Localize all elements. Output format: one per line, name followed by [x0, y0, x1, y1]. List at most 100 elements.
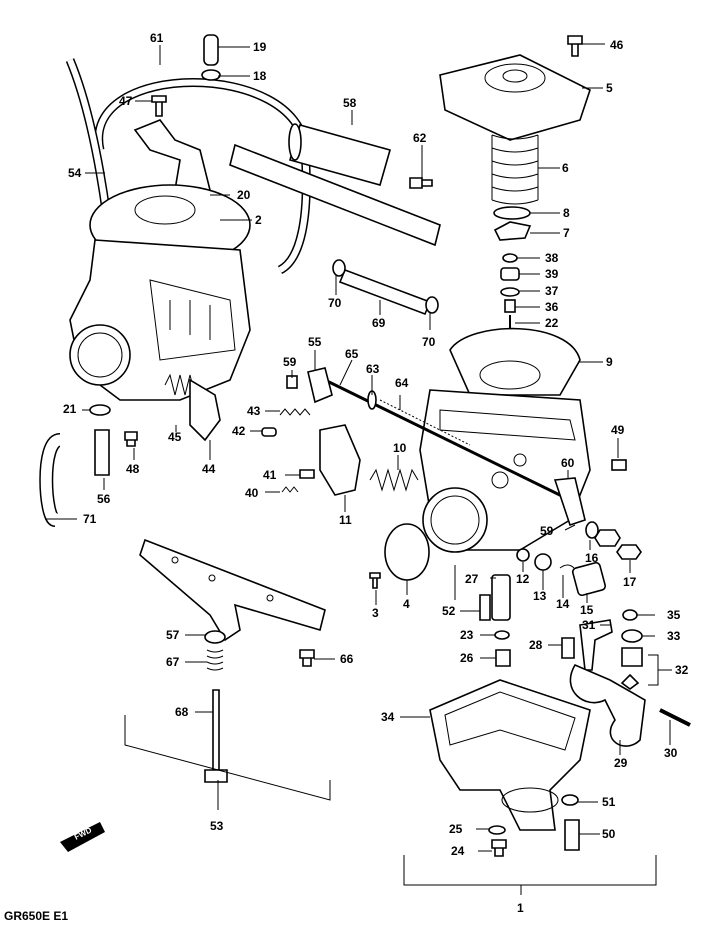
callout-26: 26 — [460, 651, 474, 665]
callout-labels: 61 19 18 47 54 20 2 58 62 46 5 6 8 7 38 … — [63, 31, 689, 915]
callout-50: 50 — [602, 827, 616, 841]
callout-16: 16 — [585, 551, 599, 565]
part-jet-27 — [491, 574, 511, 621]
part-14 — [559, 564, 575, 569]
part-39 — [500, 267, 520, 281]
callout-70a: 70 — [328, 296, 342, 310]
callout-6: 6 — [562, 161, 569, 175]
callout-33: 33 — [667, 629, 681, 643]
callout-14: 14 — [556, 597, 570, 611]
callout-9: 9 — [606, 355, 613, 369]
part-nut-17 — [616, 544, 642, 560]
callout-23: 23 — [460, 628, 474, 642]
callout-48: 48 — [126, 462, 140, 476]
callout-43: 43 — [247, 404, 261, 418]
part-nut-59b — [594, 529, 621, 547]
callout-49: 49 — [611, 423, 625, 437]
callout-41: 41 — [263, 468, 277, 482]
callout-24: 24 — [451, 844, 465, 858]
part-spring-43 — [279, 408, 311, 416]
part-jet-26 — [495, 649, 511, 667]
callout-55: 55 — [308, 335, 322, 349]
part-spring-40 — [281, 486, 299, 493]
callout-13: 13 — [533, 589, 547, 603]
callout-53: 53 — [210, 819, 224, 833]
part-screw-41 — [299, 469, 315, 479]
part-washer-23 — [494, 630, 510, 640]
callout-44: 44 — [202, 462, 216, 476]
callout-69: 69 — [372, 316, 386, 330]
part-fitting-56 — [94, 429, 110, 476]
part-bracket-11 — [319, 424, 361, 496]
part-bracket-60 — [553, 477, 586, 527]
part-screw-68 — [212, 689, 220, 771]
part-washer-12 — [516, 548, 530, 562]
diagram-title: GR650E E1 — [4, 909, 68, 923]
callout-25: 25 — [449, 822, 463, 836]
part-shaft-64 — [379, 399, 471, 446]
part-pin-42 — [261, 427, 277, 437]
callout-2: 2 — [255, 213, 262, 227]
callout-8: 8 — [563, 206, 570, 220]
part-35 — [622, 609, 638, 621]
part-screw-48 — [124, 431, 138, 447]
callout-62: 62 — [413, 131, 427, 145]
callout-71: 71 — [83, 512, 97, 526]
part-jet-52 — [479, 594, 491, 621]
callout-34: 34 — [381, 710, 395, 724]
callout-39: 39 — [545, 267, 559, 281]
part-38 — [502, 253, 518, 263]
callout-67: 67 — [166, 655, 180, 669]
part-fitting-19 — [203, 34, 219, 66]
callout-70b: 70 — [422, 335, 436, 349]
callout-36: 36 — [545, 300, 559, 314]
callout-59b: 59 — [540, 524, 554, 538]
callout-52: 52 — [442, 604, 456, 618]
part-spring-10 — [369, 468, 419, 492]
part-screw-47 — [151, 95, 167, 117]
bracket-group-1 — [403, 855, 657, 886]
part-oring-70a — [332, 259, 346, 277]
callout-12: 12 — [516, 572, 530, 586]
part-screw-62 — [409, 177, 433, 189]
part-clip-18 — [201, 69, 221, 81]
part-33 — [621, 629, 643, 643]
callout-15: 15 — [580, 603, 594, 617]
callout-51: 51 — [602, 795, 616, 809]
part-left-carb-intake — [69, 324, 131, 386]
part-37 — [500, 287, 520, 297]
callout-59a: 59 — [283, 355, 297, 369]
part-36 — [504, 299, 516, 313]
callout-4: 4 — [403, 597, 410, 611]
part-13 — [534, 553, 552, 571]
part-screw-3 — [369, 572, 381, 589]
part-oring-70b — [425, 296, 439, 314]
callout-66: 66 — [340, 652, 354, 666]
callout-22: 22 — [545, 316, 559, 330]
part-cap-15 — [571, 561, 607, 597]
callout-57: 57 — [166, 628, 180, 642]
callout-21: 21 — [63, 402, 77, 416]
callout-10: 10 — [393, 441, 407, 455]
callout-11: 11 — [339, 513, 352, 527]
callout-63: 63 — [366, 362, 380, 376]
part-plate-top — [229, 143, 441, 247]
part-spring-67 — [206, 649, 224, 671]
part-linkage-plate — [139, 538, 326, 642]
callout-60: 60 — [561, 456, 575, 470]
part-right-carb-intake — [422, 487, 488, 553]
part-oring-16 — [585, 521, 599, 539]
callout-45: 45 — [168, 430, 182, 444]
callout-65: 65 — [345, 347, 359, 361]
callout-42: 42 — [232, 424, 246, 438]
part-screw-49 — [611, 459, 627, 471]
part-screw-46 — [567, 35, 583, 57]
callout-38: 38 — [545, 251, 559, 265]
part-retainer-7 — [493, 221, 532, 241]
part-top-cover-5 — [439, 54, 591, 141]
callout-19: 19 — [253, 40, 267, 54]
part-valve-32 — [621, 647, 643, 667]
callout-46: 46 — [610, 38, 624, 52]
part-pin-30 — [659, 708, 691, 727]
